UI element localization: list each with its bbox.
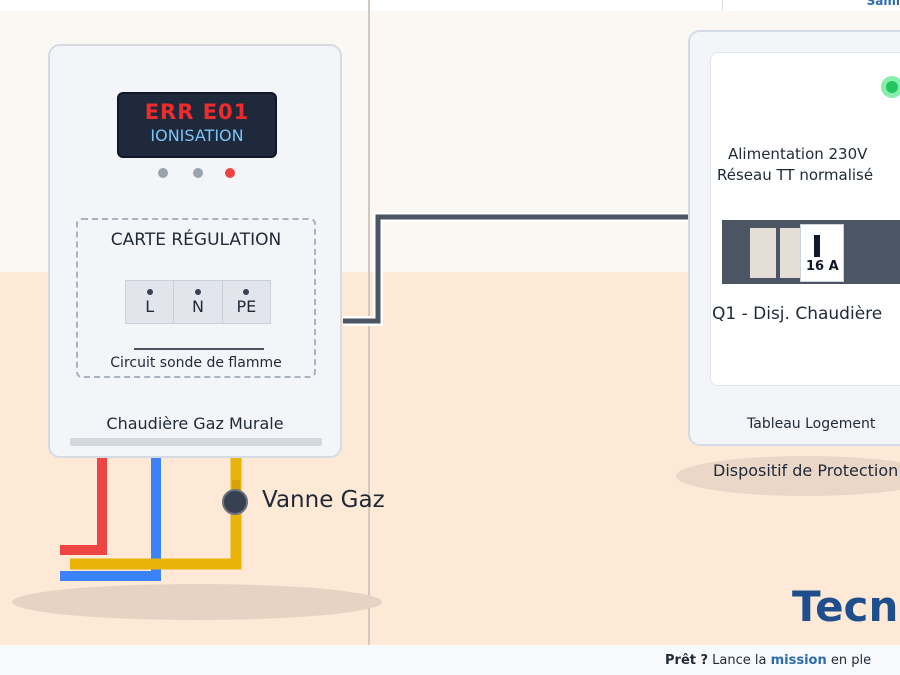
terminal-n[interactable]: N xyxy=(174,281,223,323)
terminal-screw-icon xyxy=(194,289,201,295)
terminal-label: N xyxy=(192,297,204,316)
network-label: Réseau TT normalisé xyxy=(717,166,874,184)
footer-text-before: Lance la xyxy=(708,653,771,668)
error-display: ERR E01 IONISATION xyxy=(117,92,277,158)
gas-boiler[interactable]: ERR E01 IONISATION CARTE RÉGULATION L N … xyxy=(48,44,342,458)
footer-text-after: en ple xyxy=(826,653,872,668)
breaker-rating: 16 A xyxy=(806,259,839,274)
power-status-led-icon xyxy=(881,76,900,98)
gas-valve-label: Vanne Gaz xyxy=(262,487,385,513)
terminal-label: PE xyxy=(236,297,257,316)
gas-valve-icon[interactable] xyxy=(222,489,248,515)
breaker-label: Q1 - Disj. Chaudière xyxy=(712,304,883,324)
hot-water-pipe xyxy=(60,456,107,555)
error-description: IONISATION xyxy=(150,126,244,145)
status-led-fault xyxy=(225,168,235,178)
error-code: ERR E01 xyxy=(144,100,250,124)
boiler-name: Chaudière Gaz Murale xyxy=(106,414,284,433)
terminal-screw-icon xyxy=(243,289,250,295)
flame-probe-label: Circuit sonde de flamme xyxy=(110,355,282,371)
footer-text: Prêt ? Lance la mission en ple xyxy=(665,653,871,668)
electrical-panel[interactable]: Alimentation 230V Réseau TT normalisé 16… xyxy=(688,30,900,446)
cold-water-pipe xyxy=(60,456,161,581)
top-link[interactable]: Sami xyxy=(866,0,900,8)
protection-device-label: Dispositif de Protection xyxy=(713,461,899,480)
terminal-l[interactable]: L xyxy=(126,281,175,323)
terminal-screw-icon xyxy=(146,289,153,295)
footer-bar: Prêt ? Lance la mission en ple xyxy=(0,645,900,675)
panel-name: Tableau Logement xyxy=(747,416,876,432)
terminal-pe[interactable]: PE xyxy=(223,281,270,323)
panel-floor-shadow xyxy=(676,456,900,496)
breaker-q1[interactable]: 16 A xyxy=(800,224,844,282)
boiler-base xyxy=(70,438,322,446)
status-led-1 xyxy=(158,168,168,178)
blank-module xyxy=(750,228,776,278)
control-board-title: CARTE RÉGULATION xyxy=(110,230,282,250)
cable-outline xyxy=(343,212,700,326)
status-led-2 xyxy=(193,168,203,178)
flame-probe-wire xyxy=(134,348,264,350)
mission-link[interactable]: mission xyxy=(770,653,827,668)
footer-ready: Prêt ? xyxy=(665,653,709,668)
panel-inner xyxy=(710,52,900,386)
toolbar-divider xyxy=(722,0,723,11)
breaker-lever-icon[interactable] xyxy=(814,235,820,257)
supply-label: Alimentation 230V xyxy=(728,145,868,163)
brand-logo: Tecn xyxy=(792,582,899,631)
boiler-floor-shadow xyxy=(12,584,382,620)
terminal-block: L N PE xyxy=(125,280,271,324)
terminal-label: L xyxy=(145,297,155,316)
control-board[interactable]: CARTE RÉGULATION L N PE Circuit sonde de… xyxy=(76,218,316,378)
power-cable xyxy=(343,214,700,324)
